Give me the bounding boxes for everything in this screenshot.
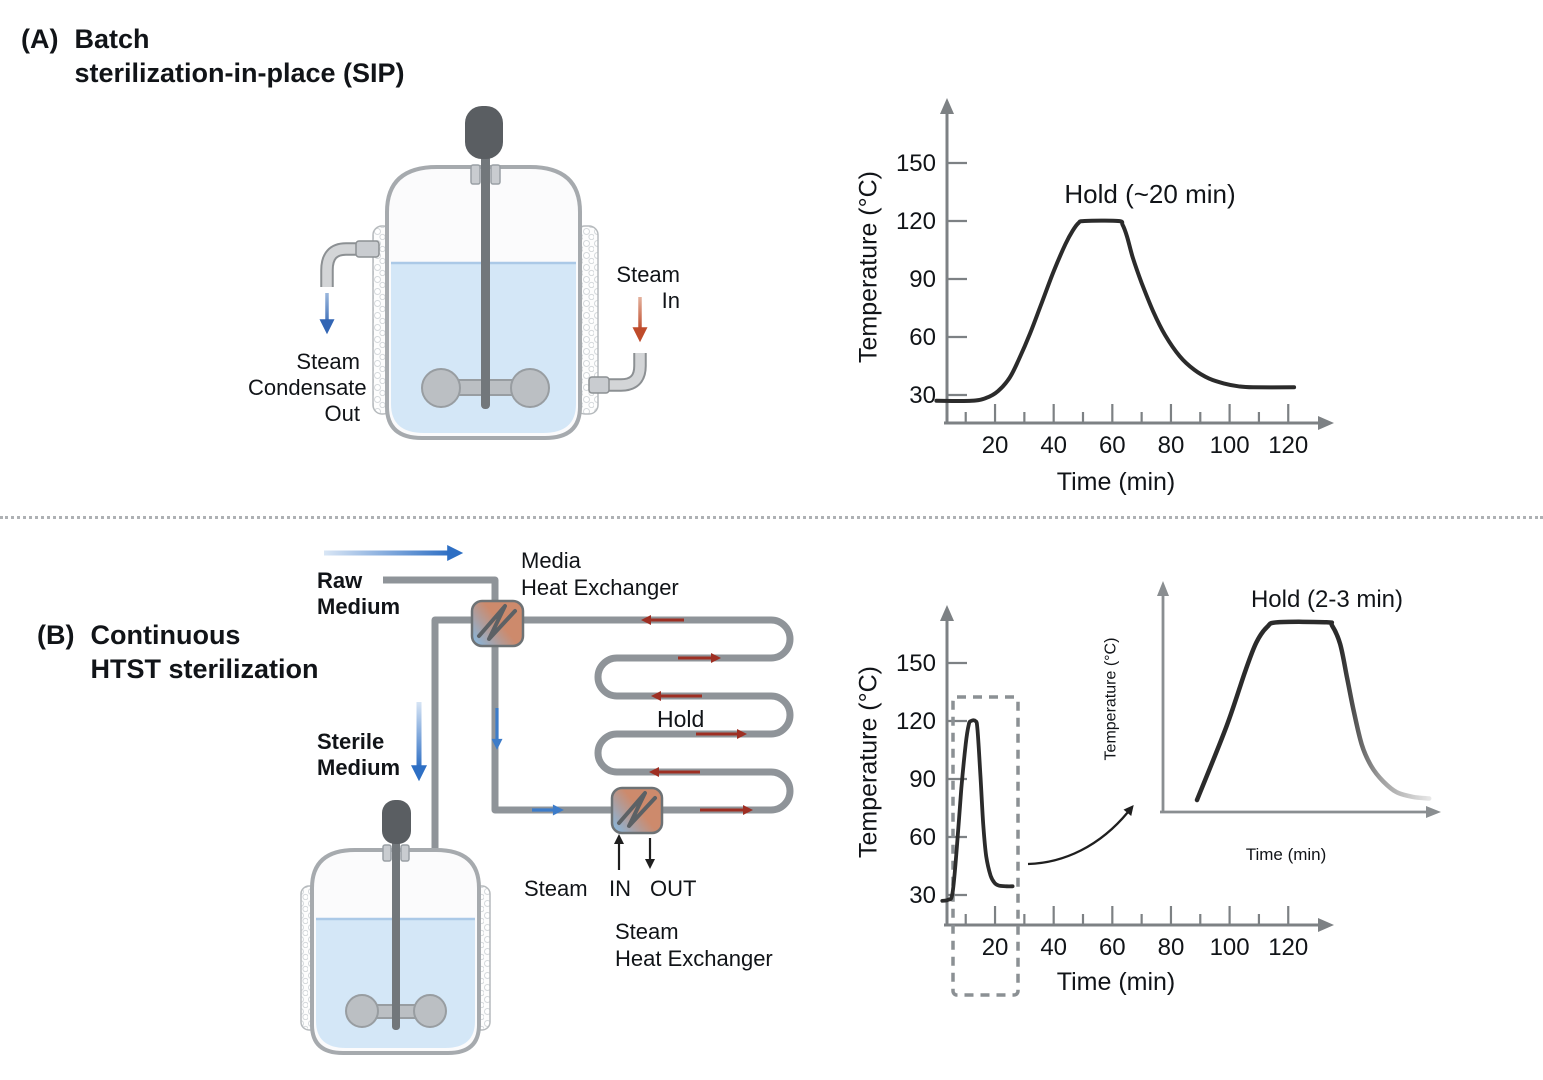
x-tick-label: 100 [1210, 432, 1250, 459]
y-tick-label: 30 [909, 382, 936, 409]
panel-a-title: (A) Batch sterilization-in-place (SIP) [21, 22, 405, 90]
raw-medium-label: Raw Medium [317, 568, 401, 619]
media-heat-exchanger [470, 599, 525, 648]
y-tick-label: 150 [896, 150, 936, 177]
steam-heat-exchanger-label: Steam Heat Exchanger [615, 919, 773, 971]
lid-collar-left [382, 844, 392, 862]
panel-a-title-line1: Batch [74, 24, 150, 54]
section-divider [0, 516, 1543, 519]
inset-temperature-curve [1194, 619, 1432, 803]
chart-b-temperature-spike-curve [940, 718, 1015, 903]
chart-b-ticks: 20 40 60 80 100 120 30 60 90 120 150 [896, 650, 1308, 961]
x-tick-label: 40 [1040, 934, 1067, 961]
x-tick-label: 20 [982, 432, 1009, 459]
htst-flow-diagram [324, 545, 794, 870]
x-tick-label: 120 [1268, 934, 1308, 961]
stirrer-motor [465, 106, 503, 159]
chart-b-axes [940, 605, 1334, 932]
y-tick-label: 60 [909, 824, 936, 851]
stirrer-motor [382, 800, 411, 844]
sterile-medium-pipe [431, 616, 472, 866]
inset-x-axis-label: Time (min) [1245, 845, 1327, 864]
steam-heat-exchanger [610, 786, 664, 835]
condensate-out-pipe [320, 242, 377, 287]
panel-b-title: (B) Continuous HTST sterilization [37, 618, 319, 686]
y-axis-arrowhead [1157, 581, 1169, 596]
y-tick-label: 90 [909, 266, 936, 293]
chart-a-axes [940, 98, 1334, 430]
x-tick-label: 60 [1099, 432, 1126, 459]
y-axis-arrowhead [940, 98, 954, 114]
steam-out-port-label: OUT [650, 876, 697, 901]
y-tick-label: 30 [909, 882, 936, 909]
hold-coil-label: Hold [657, 706, 705, 732]
steam-in-pipe [606, 353, 647, 392]
bioreactor-vessel-a [319, 106, 648, 440]
zoom-region-dashed-box [951, 695, 1020, 997]
lid-collar-left [470, 164, 481, 185]
inset-y-axis-label: Temperature (°C) [1102, 637, 1120, 761]
hold-coil-pipe [523, 616, 794, 814]
inset-chart-axes [1157, 581, 1441, 818]
chart-a-ticks: 20 40 60 80 100 120 30 60 90 120 150 [896, 150, 1308, 459]
chart-b-x-axis-label: Time (min) [1056, 968, 1176, 996]
chart-a-y-axis-label: Temperature (°C) [854, 171, 883, 363]
stirrer-shaft [481, 155, 490, 409]
hold-coil-flow-arrows [641, 615, 753, 815]
y-tick-label: 150 [896, 650, 936, 677]
bioreactor-vessel-b [300, 800, 491, 1055]
steam-word-label: Steam [524, 876, 588, 901]
pipes [383, 576, 794, 866]
sterile-medium-label: Sterile Medium [317, 729, 401, 780]
y-tick-label: 90 [909, 766, 936, 793]
y-tick-label: 120 [896, 708, 936, 735]
panel-b-title-line1: Continuous [90, 620, 241, 650]
x-tick-label: 120 [1268, 432, 1308, 459]
chart-b-y-axis-label: Temperature (°C) [854, 666, 883, 858]
heat-exchanger-zigzag-icon [617, 791, 657, 828]
panel-a-title-line2: sterilization-in-place (SIP) [74, 58, 405, 88]
panel-a-label: (A) [21, 24, 59, 54]
x-tick-label: 60 [1099, 934, 1126, 961]
chart-a-x-axis-label: Time (min) [1056, 468, 1176, 496]
x-tick-label: 80 [1158, 432, 1185, 459]
x-tick-label: 80 [1158, 934, 1185, 961]
x-tick-label: 100 [1210, 934, 1250, 961]
y-tick-label: 120 [896, 208, 936, 235]
chart-a-temperature-curve [934, 218, 1297, 404]
chart-a-hold-annotation: Hold (~20 min) [1064, 179, 1236, 209]
stirrer-shaft [392, 838, 400, 1030]
flange-left [355, 240, 380, 258]
flange-right [588, 376, 610, 394]
x-axis-arrowhead [1426, 806, 1441, 818]
y-tick-label: 60 [909, 324, 936, 351]
panel-b-label: (B) [37, 620, 75, 650]
x-tick-label: 40 [1040, 432, 1067, 459]
x-axis-arrowhead [1318, 416, 1334, 430]
steam-in-port-label: IN [609, 876, 631, 901]
inset-hold-annotation: Hold (2-3 min) [1250, 586, 1404, 613]
panel-b-title-line2: HTST sterilization [90, 654, 319, 684]
y-axis-arrowhead [940, 605, 954, 621]
lid-collar-right [490, 164, 501, 185]
steam-condensate-out-label: Steam Condensate Out [248, 349, 367, 426]
zoom-callout-arrow [1027, 805, 1134, 866]
x-axis-arrowhead [1318, 918, 1334, 932]
media-heat-exchanger-label: Media Heat Exchanger [521, 548, 679, 600]
heat-exchanger-zigzag-icon [477, 604, 517, 641]
lid-collar-right [400, 844, 410, 862]
x-tick-label: 20 [982, 934, 1009, 961]
steam-in-label: Steam In [616, 262, 680, 313]
